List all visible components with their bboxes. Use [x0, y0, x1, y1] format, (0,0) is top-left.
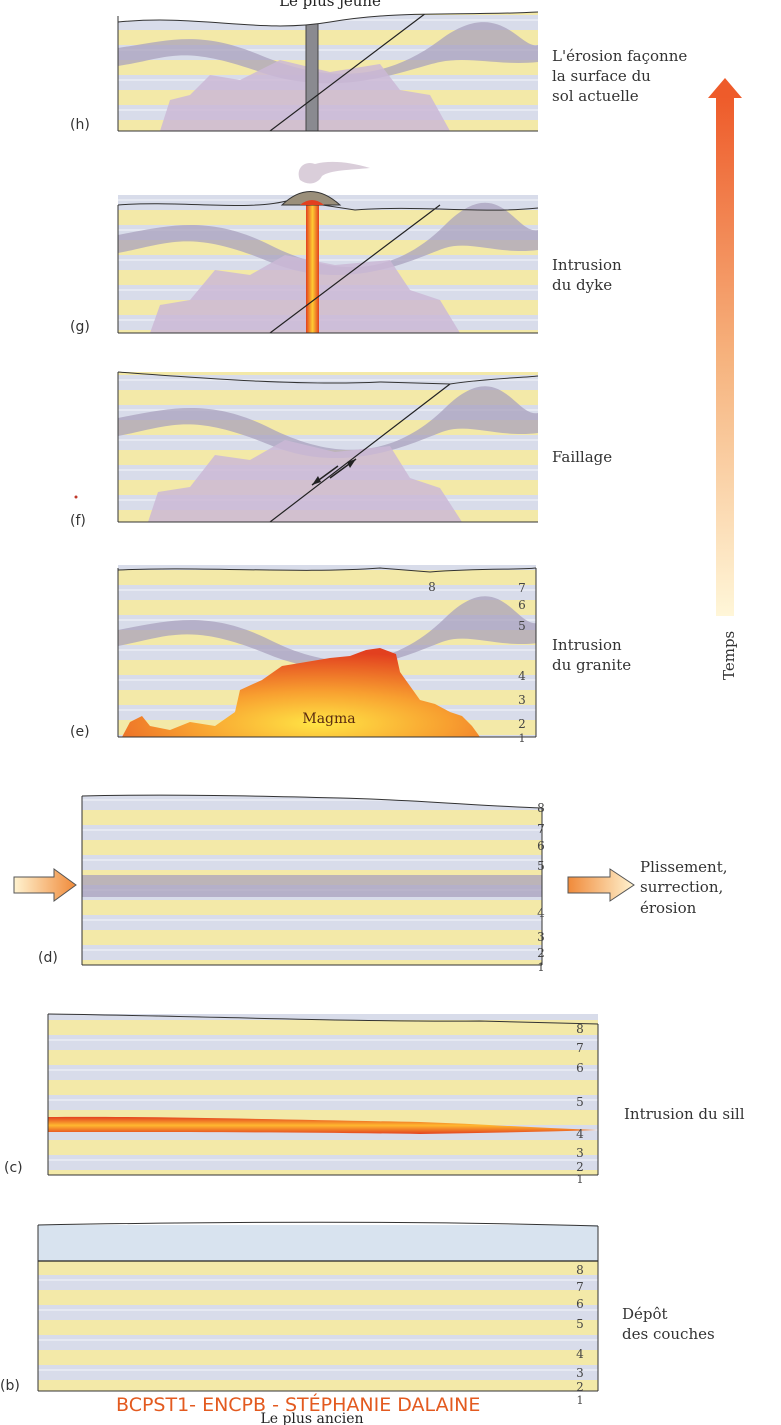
layer-number: 1 [519, 732, 526, 745]
time-arrow: Temps [708, 78, 742, 680]
panel-e: Magma 8 7 6 5 4 3 2 1 (e) Intrusion du g… [70, 565, 631, 745]
layer-number: 6 [576, 1297, 584, 1311]
panel-caption-line: sol actuelle [552, 87, 639, 105]
panel-h: (h) L'érosion façonne la surface du sol … [70, 10, 687, 133]
panel-caption-line: du dyke [552, 276, 612, 294]
layer-number: 6 [537, 839, 545, 853]
layer-numbers: 8 7 6 5 4 3 2 1 [537, 801, 545, 974]
layer-number: 8 [576, 1263, 584, 1277]
push-arrow-right [567, 868, 635, 902]
layer-number: 3 [518, 693, 526, 707]
layer-number: 3 [576, 1366, 584, 1380]
layer-number: 1 [538, 961, 545, 974]
time-axis-label: Temps [720, 631, 738, 680]
volcano-vent [300, 200, 324, 205]
layer-number: 5 [537, 859, 545, 873]
panel-caption-line: érosion [640, 899, 697, 917]
panel-d: 8 7 6 5 4 3 2 1 (d) Plissement, surrecti… [13, 792, 728, 974]
layer-number: 2 [576, 1380, 584, 1394]
layer-numbers: 7 6 5 4 3 2 1 [518, 581, 526, 745]
panel-caption-line: Dépôt [622, 1305, 668, 1323]
panel-c: 8 7 6 5 4 3 2 1 (c) Intrusion du sill [4, 1013, 745, 1186]
magma-label: Magma [302, 711, 355, 727]
push-arrow-left [13, 868, 77, 902]
panel-letter: (c) [4, 1160, 23, 1176]
layer-number: 7 [518, 581, 526, 595]
layer-number: 6 [576, 1061, 584, 1075]
panel-letter: (d) [38, 950, 58, 966]
layer-number: 2 [518, 717, 526, 731]
bottom-label: Le plus ancien [260, 1411, 363, 1425]
sill [48, 1116, 598, 1134]
layer-numbers: 8 7 6 5 4 3 2 1 [576, 1263, 584, 1407]
layer-number: 7 [576, 1280, 584, 1294]
layer-number: 5 [576, 1317, 584, 1331]
panel-caption-line: Plissement, [640, 858, 728, 876]
layer-number: 1 [577, 1394, 584, 1407]
eruption-plume [298, 161, 370, 184]
fault-motion-arrows [311, 458, 357, 486]
panel-caption-line: des couches [622, 1325, 715, 1343]
panel-caption-line: L'érosion façonne [552, 47, 687, 65]
layer-number: 4 [576, 1127, 584, 1141]
panel-g: (g) Intrusion du dyke [70, 161, 622, 335]
layer-number: 5 [576, 1095, 584, 1109]
layer-number: 6 [518, 598, 526, 612]
layer-number: 3 [537, 930, 545, 944]
footer-credit: BCPST1- ENCPB - STÉPHANIE DALAINE [116, 1393, 480, 1416]
panel-caption-line: Intrusion du sill [624, 1105, 745, 1123]
layer-numbers: 8 7 6 5 4 3 2 1 [576, 1022, 584, 1186]
layer-number: 7 [576, 1041, 584, 1055]
layer-number: 2 [537, 946, 545, 960]
magma-body [122, 648, 480, 737]
red-dot [74, 495, 78, 499]
panel-letter: (f) [70, 513, 86, 529]
layer-number: 5 [518, 619, 526, 633]
panel-caption-line: surrection, [640, 878, 723, 896]
panel-caption-line: la surface du [552, 67, 651, 85]
panel-letter: (b) [0, 1378, 20, 1394]
layer-number: 4 [518, 669, 526, 683]
volcano-cone [280, 191, 342, 206]
top-label: Le plus jeune [279, 0, 381, 10]
panel-b: 8 7 6 5 4 3 2 1 (b) Dépôt des couches [0, 1221, 715, 1407]
panel-caption-line: du granite [552, 656, 631, 674]
panel-f: (f) Faillage [70, 371, 612, 529]
panel-letter: (e) [70, 724, 90, 740]
layer-number: 3 [576, 1146, 584, 1160]
layer-number: 4 [537, 906, 545, 920]
panel-letter: (h) [70, 117, 90, 133]
layer-number: 4 [576, 1347, 584, 1361]
layer-number: 7 [537, 822, 545, 836]
panel-caption-line: Faillage [552, 448, 612, 466]
layer-number: 8 [576, 1022, 584, 1036]
panel-caption-line: Intrusion [552, 256, 622, 274]
panel-caption-line: Intrusion [552, 636, 622, 654]
layer-number: 1 [577, 1173, 584, 1186]
layer-number: 2 [576, 1160, 584, 1174]
layer-number: 8 [428, 580, 436, 594]
panel-letter: (g) [70, 319, 90, 335]
layer-number: 8 [537, 801, 545, 815]
